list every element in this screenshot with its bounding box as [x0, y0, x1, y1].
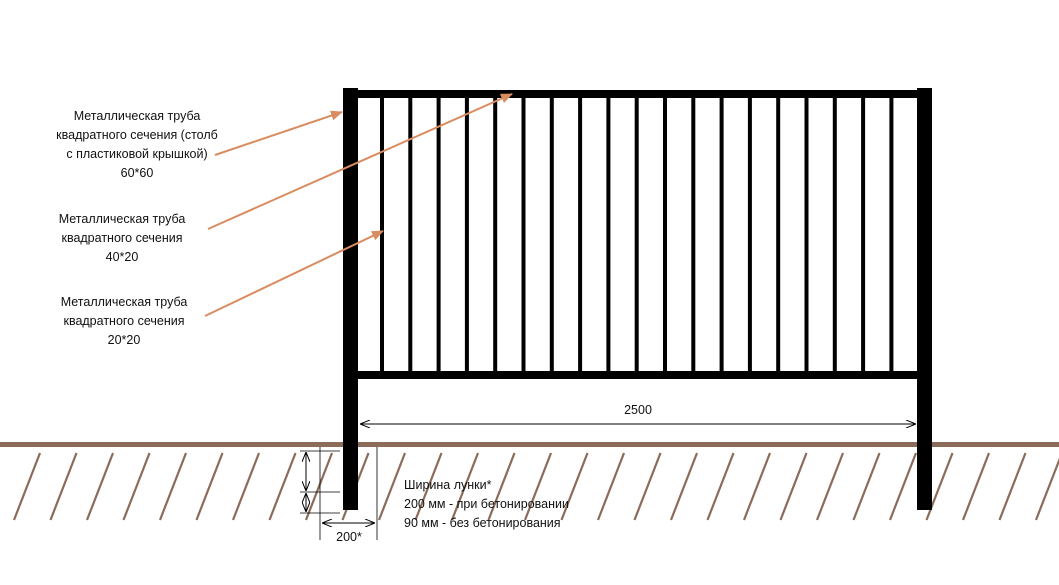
arrow-rail	[207, 93, 513, 230]
hatch-line	[85, 452, 115, 521]
picket	[408, 96, 413, 373]
hatch-line	[49, 452, 78, 521]
picket	[663, 96, 667, 373]
hatch-line	[998, 452, 1027, 521]
pickets	[380, 96, 894, 373]
ground-hatching	[12, 452, 1059, 521]
hatch-line	[669, 452, 699, 521]
picket	[889, 96, 894, 373]
hatch-line	[195, 452, 224, 521]
picket	[832, 96, 837, 373]
hatch-line	[633, 452, 662, 521]
picket	[464, 96, 469, 373]
hatch-line	[377, 452, 407, 521]
post-hole-outline	[319, 447, 378, 540]
picket	[493, 96, 498, 373]
hatch-line	[12, 452, 42, 521]
right-post	[917, 88, 932, 510]
picket	[380, 96, 384, 373]
hatch-line	[487, 452, 516, 521]
dimension-label-2500: 2500	[624, 403, 652, 417]
hatch-line	[450, 452, 480, 521]
left-post	[343, 88, 358, 510]
hatch-line	[231, 452, 261, 521]
hatch-line	[852, 452, 881, 521]
label-post: Металлическая труба квадратного сечения …	[56, 109, 218, 180]
hatch-line	[560, 452, 589, 521]
hatch-line	[414, 452, 443, 521]
top-rail	[352, 90, 922, 98]
hole-width-no-concrete: 90 мм - без бетонирования	[404, 516, 561, 530]
hatch-line	[304, 452, 334, 521]
picket	[549, 96, 554, 373]
hatch-line	[961, 452, 991, 521]
hatch-line	[1034, 457, 1059, 521]
picket	[521, 96, 526, 373]
hatch-line	[596, 452, 626, 521]
picket	[776, 96, 781, 373]
picket	[578, 96, 583, 373]
hatch-line	[742, 452, 772, 521]
picket	[804, 96, 809, 373]
picket	[606, 96, 611, 373]
label-picket: Металлическая труба квадратного сечения …	[60, 295, 188, 347]
hole-width-note: Ширина лунки* 200 мм - при бетонировании…	[404, 476, 569, 533]
hatch-line	[815, 452, 845, 521]
label-rail: Металлическая труба квадратного сечения …	[58, 212, 186, 264]
hatch-line	[523, 452, 553, 521]
picket	[861, 96, 866, 373]
hatch-line	[158, 452, 188, 521]
arrow-picket	[204, 230, 384, 317]
picket	[719, 96, 724, 373]
hatch-line	[779, 452, 808, 521]
picket	[747, 96, 752, 373]
hatch-line	[268, 452, 297, 521]
picket	[634, 96, 639, 373]
hatch-line	[706, 452, 735, 521]
hole-width-concrete: 200 мм - при бетонировании	[404, 497, 570, 511]
bottom-rail	[352, 371, 922, 379]
arrow-post	[214, 110, 343, 156]
hole-width-title: Ширина лунки*	[404, 478, 492, 492]
hatch-line	[122, 452, 151, 521]
picket	[691, 96, 696, 373]
ground-line	[0, 442, 1059, 447]
picket	[436, 96, 441, 373]
dimension-label-hole: 200*	[336, 530, 362, 544]
hatch-line	[888, 452, 918, 521]
